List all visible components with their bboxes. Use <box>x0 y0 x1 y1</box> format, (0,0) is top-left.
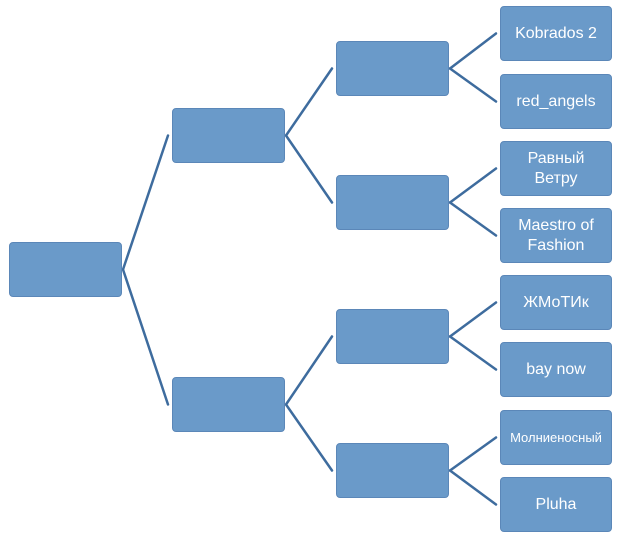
leaf-label: Maestro of Fashion <box>518 216 594 254</box>
connector-l2-3-to-leaf-6 <box>448 436 498 472</box>
leaf-label: red_angels <box>516 92 596 110</box>
leaf-label: bay now <box>526 360 586 378</box>
leaf-node-molnienosny: Молниеносный <box>500 410 612 465</box>
leaf-label: Kobrados 2 <box>515 24 597 42</box>
connector-root-to-l1-0 <box>121 134 170 271</box>
connector-l2-2-to-leaf-5 <box>448 335 498 371</box>
leaf-label: ЖМоТИк <box>523 293 589 311</box>
level1-node-bottom <box>172 377 285 432</box>
connector-l1-1-to-l2-3 <box>284 403 334 472</box>
leaf-label: Равный Ветру <box>527 149 585 187</box>
connector-l2-1-to-leaf-2 <box>448 167 498 204</box>
leaf-node-zhmotik: ЖМоТИк <box>500 275 612 330</box>
connector-l2-3-to-leaf-7 <box>448 469 498 506</box>
leaf-node-maestro-of-fashion: Maestro of Fashion <box>500 208 612 263</box>
connector-l1-0-to-l2-0 <box>284 67 334 137</box>
leaf-node-red-angels: red_angels <box>500 74 612 129</box>
connector-root-to-l1-1 <box>121 268 170 406</box>
leaf-node-ravny-vetru: Равный Ветру <box>500 141 612 196</box>
connector-l1-1-to-l2-2 <box>284 335 334 406</box>
leaf-node-kobrados-2: Kobrados 2 <box>500 6 612 61</box>
leaf-label: Молниеносный <box>510 429 602 445</box>
level1-node-top <box>172 108 285 163</box>
level2-node-4 <box>336 443 449 498</box>
root-node <box>9 242 122 297</box>
leaf-node-pluha: Pluha <box>500 477 612 532</box>
connector-l2-1-to-leaf-3 <box>448 201 498 237</box>
level2-node-2 <box>336 175 449 230</box>
level2-node-1 <box>336 41 449 96</box>
connector-l2-0-to-leaf-1 <box>448 67 498 103</box>
connector-l1-0-to-l2-1 <box>284 134 334 204</box>
leaf-node-bay-now: bay now <box>500 342 612 397</box>
connector-l2-2-to-leaf-4 <box>448 301 498 338</box>
level2-node-3 <box>336 309 449 364</box>
leaf-label: Pluha <box>535 495 577 513</box>
connector-l2-0-to-leaf-0 <box>448 32 498 70</box>
